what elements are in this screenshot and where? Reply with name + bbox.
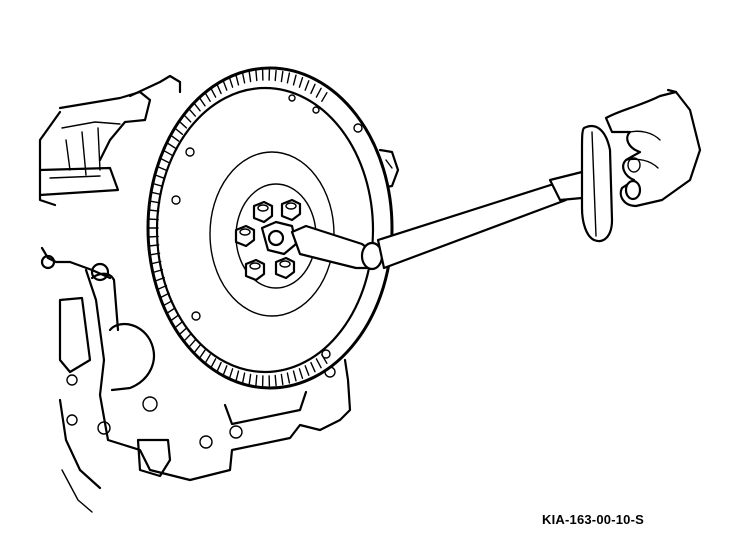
ring-gear-tooth [148, 244, 160, 247]
ring-gear-tooth [216, 83, 222, 95]
ring-gear-tooth [304, 80, 310, 91]
ring-gear-tooth [159, 157, 170, 164]
ring-gear-tooth [286, 72, 291, 84]
ring-gear-tooth [156, 284, 168, 291]
ring-gear-tooth [183, 333, 192, 342]
ring-gear-tooth [152, 182, 164, 188]
ring-gear-tooth [292, 74, 297, 86]
ring-gear-tooth [315, 358, 322, 369]
ring-gear-tooth [228, 76, 234, 88]
ring-gear-tooth [292, 370, 297, 382]
ring-gear-tooth [298, 76, 304, 88]
ring-gear-tooth [241, 372, 246, 384]
ring-gear-tooth [162, 149, 173, 156]
ring-gear-tooth [241, 72, 246, 84]
ring-gear-tooth [178, 327, 188, 336]
ring-gear-tooth [148, 200, 161, 204]
ring-gear-tooth [321, 354, 328, 364]
ring-gear-tooth [235, 370, 240, 382]
ring-gear-tooth [159, 292, 170, 299]
ring-gear-tooth [183, 113, 192, 123]
ring-gear-tooth [204, 91, 211, 103]
ring-gear-tooth [169, 134, 180, 142]
ring-gear-tooth [150, 260, 162, 265]
ring-gear-tooth [280, 373, 284, 386]
ring-gear-tooth [274, 374, 277, 387]
hand-icon [604, 88, 702, 208]
ring-gear-tooth [193, 344, 201, 354]
ring-gear-tooth [165, 307, 176, 315]
ring-gear-tooth [165, 141, 176, 149]
ring-gear-tooth [235, 74, 240, 86]
ring-gear-tooth [148, 209, 160, 212]
ring-gear-tooth [310, 361, 316, 373]
ring-gear-tooth [274, 69, 277, 82]
ring-gear-tooth [187, 107, 197, 117]
ring-gear-tooth [173, 127, 184, 136]
ring-gear-tooth [315, 87, 322, 98]
ring-gear-tooth [210, 87, 217, 98]
ring-gear-tooth [162, 300, 173, 307]
ring-gear-tooth [304, 365, 310, 376]
ring-gear-tooth [248, 70, 252, 83]
socket-adapter-icon [260, 220, 384, 271]
ring-gear-tooth [147, 218, 159, 221]
ring-gear-tooth [222, 80, 228, 91]
ring-gear-tooth [321, 91, 328, 103]
ring-gear-tooth [310, 83, 316, 95]
ring-gear-tooth [255, 69, 258, 82]
flywheel-bolts-icon [234, 198, 302, 282]
ring-gear-tooth [198, 349, 206, 360]
figure-reference-code: KIA-163-00-10-S [542, 512, 644, 527]
ring-gear-tooth [198, 96, 206, 107]
ring-gear-tooth [280, 70, 284, 83]
transmission-housing-icon [38, 90, 152, 513]
ring-gear-tooth [255, 374, 258, 387]
ring-gear-tooth [154, 277, 166, 282]
ring-gear-tooth [148, 252, 161, 256]
ring-gear-tooth [216, 361, 222, 373]
ring-gear-tooth [173, 321, 184, 329]
ring-gear-tooth [298, 368, 304, 379]
ring-gear-tooth [187, 339, 197, 349]
ring-gear-tooth [222, 365, 228, 376]
ring-gear-tooth [156, 165, 168, 172]
ring-gear-tooth [147, 235, 159, 238]
ring-gear-tooth [286, 372, 291, 384]
ring-gear-tooth [248, 373, 252, 386]
ring-gear-tooth [228, 368, 234, 379]
ring-gear-tooth [152, 269, 164, 274]
t-handle-tool-icon [376, 124, 614, 270]
ring-gear-tooth [154, 174, 166, 180]
ring-gear-tooth [193, 102, 201, 112]
ring-gear-tooth [210, 358, 217, 369]
ring-gear-tooth [204, 354, 211, 364]
ring-gear-tooth [150, 191, 162, 196]
ring-gear-tooth [169, 314, 180, 322]
ring-gear-icon [147, 69, 328, 387]
ring-gear-tooth [178, 120, 188, 129]
